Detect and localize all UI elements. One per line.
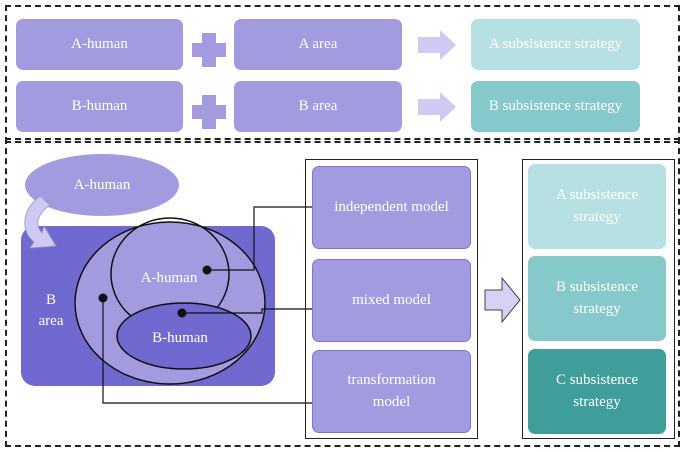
plus-icon — [192, 95, 226, 129]
independent-model-label: independent model — [334, 198, 449, 215]
a-human-label: A-human — [71, 35, 128, 52]
b-subsistence-label: B subsistence strategy — [555, 278, 639, 317]
b-strategy-label: B subsistence strategy — [488, 97, 623, 114]
arrow-right-icon — [418, 30, 456, 60]
plus-icon — [192, 33, 226, 67]
top-section-frame — [5, 5, 680, 143]
inner-a-human-label: A-human — [140, 270, 198, 286]
strategies-frame — [522, 159, 675, 439]
b-subsistence-box: B subsistence strategy — [528, 256, 666, 341]
bottom-section-frame — [5, 138, 680, 447]
mixed-model-box: mixed model — [312, 259, 471, 342]
curved-arrow-icon — [24, 195, 57, 249]
b-area-label: B area — [298, 97, 338, 114]
c-subsistence-box: C subsistence strategy — [528, 349, 666, 434]
a-area-label: A area — [298, 35, 338, 52]
b-area-label-line2: area — [38, 313, 64, 329]
mixed-model-label: mixed model — [352, 291, 431, 308]
connector-independent — [207, 206, 312, 271]
transformation-model-box: transformation model — [312, 350, 471, 433]
b-human-ellipse — [116, 302, 252, 370]
a-subsistence-box: A subsistence strategy — [528, 164, 666, 249]
node-dot — [202, 265, 212, 275]
b-area-label-line1: B — [45, 292, 56, 308]
arrow-right-icon — [418, 92, 456, 122]
connector-mixed — [182, 308, 312, 314]
migrant-ellipse — [25, 154, 179, 216]
models-frame — [305, 159, 478, 439]
inner-b-human-label: B-human — [152, 330, 208, 346]
connector-transformation — [102, 298, 312, 404]
a-strategy-box: A subsistence strategy — [471, 19, 640, 70]
b-strategy-box: B subsistence strategy — [471, 81, 640, 132]
node-dot — [98, 293, 108, 303]
a-area-box: A area — [234, 19, 402, 70]
a-subsistence-label: A subsistence strategy — [555, 186, 639, 225]
migrant-label: A-human — [73, 177, 131, 193]
a-human-box: A-human — [16, 19, 183, 70]
a-strategy-label: A subsistence strategy — [488, 35, 623, 52]
c-subsistence-label: C subsistence strategy — [555, 371, 639, 410]
transformation-model-label: transformation model — [347, 371, 436, 410]
arrow-right-icon — [484, 276, 521, 324]
node-dot — [177, 308, 187, 318]
b-area-box: B area — [234, 81, 402, 132]
independent-model-box: independent model — [312, 166, 471, 249]
b-human-box: B-human — [16, 81, 183, 132]
b-human-label: B-human — [71, 97, 128, 114]
